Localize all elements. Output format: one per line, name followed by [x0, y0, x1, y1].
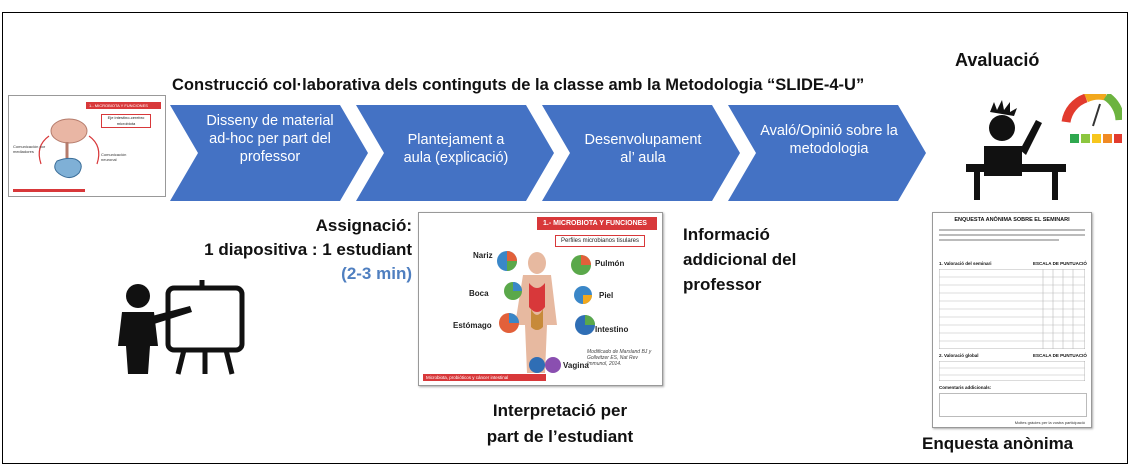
assignment-ratio: 1 diapositiva : 1 estudiant [204, 240, 412, 259]
slide-header: 1.- MICROBIOTA Y FUNCIONES [537, 217, 657, 230]
thumbnail-header: 1.- MICROBIOTA Y FUNCIONES [86, 102, 161, 109]
survey-section-1: 1. Valoració del seminari [939, 261, 992, 266]
assignment-title: Assignació: [315, 216, 412, 235]
interpretation-block: Interpretació per part de l’estudiant [466, 398, 654, 450]
organ-nose: Nariz [473, 251, 493, 260]
organ-intestine: Intestino [595, 325, 629, 334]
survey-scale-2: ESCALA DE PUNTUACIÓ [1033, 353, 1087, 358]
chevron-step-1 [170, 105, 368, 201]
microbiota-body-illustration [497, 251, 595, 373]
step-4-label: Avaló/Opinió sobre la metodologia [760, 123, 898, 157]
interpretation-line-2: part de l’estudiant [486, 427, 634, 446]
thumbnail-left-label: Comunicación por mediadores [13, 144, 46, 154]
survey-text-line [939, 229, 1085, 231]
organ-mouth: Boca [469, 289, 489, 298]
interpretation-line-1: Interpretació per [492, 401, 628, 420]
slide-subtitle: Perfiles microbianos tisulares [555, 235, 645, 247]
example-slide: 1.- MICROBIOTA Y FUNCIONES Perfiles micr… [418, 212, 663, 386]
survey-table-1 [939, 269, 1085, 349]
additional-info-block: Informació addicional del professor [683, 222, 796, 297]
step-1-label: Disseny de material ad-hoc per part del … [206, 113, 334, 165]
step-3-label: Desenvolupament al’ aula [584, 132, 702, 166]
teacher-presentation-icon [118, 280, 245, 375]
slide-thumbnail: 1.- MICROBIOTA Y FUNCIONES Eje intestino… [8, 95, 166, 197]
slide-footer: Microbiota, probióticos y cáncer intesti… [423, 374, 546, 381]
brain-gut-illustration [38, 118, 100, 179]
thumbnail-center-label: Eje intestino-cerebro microbiota [101, 114, 151, 128]
survey-doc-title: ENQUESTA ANÒNIMA SOBRE EL SEMINARI [954, 217, 1070, 223]
survey-document: ENQUESTA ANÒNIMA SOBRE EL SEMINARI 1. Va… [932, 212, 1092, 428]
additional-info-line-2: addicional del [683, 250, 797, 269]
assignment-block: Assignació: 1 diapositiva : 1 estudiant … [150, 214, 412, 286]
survey-text-line [939, 234, 1085, 236]
thumbnail-footer [13, 189, 85, 192]
diagram-title: Construcció col·laborativa dels contingu… [172, 76, 865, 94]
organ-vagina: Vagina [563, 361, 589, 370]
chevron-step-2 [356, 105, 554, 201]
survey-thanks: Moltes gràcies per la vostra participaci… [1014, 420, 1085, 425]
survey-section-2: 2. Valoració global [939, 353, 979, 358]
survey-table-2 [939, 361, 1085, 381]
diagram-frame [2, 12, 1128, 464]
assignment-time: (2-3 min) [341, 264, 412, 283]
additional-info-line-1: Informació [683, 225, 770, 244]
student-evaluation-icon [966, 94, 1122, 200]
chevron-step-4 [728, 105, 926, 201]
thumbnail-right-label: Comunicación neuronal [101, 152, 127, 162]
process-chevrons [170, 105, 926, 201]
survey-comments-box [939, 393, 1087, 417]
additional-info-line-3: professor [683, 275, 762, 294]
organ-skin: Piel [599, 291, 614, 300]
survey-text-line [939, 239, 1059, 241]
slide-citation: Modificado de Marsland BJ y Gollwitzer E… [587, 349, 652, 367]
chevron-step-3 [542, 105, 740, 201]
evaluation-label: Avaluació [955, 50, 1040, 70]
survey-comments-label: Comentaris addicionals: [939, 385, 992, 390]
step-2-label: Plantejament a aula (explicació) [403, 132, 509, 166]
survey-scale-1: ESCALA DE PUNTUACIÓ [1033, 261, 1087, 266]
organ-stomach: Estómago [453, 321, 492, 330]
organ-lung: Pulmón [595, 259, 625, 268]
survey-label: Enquesta anònima [922, 434, 1074, 453]
